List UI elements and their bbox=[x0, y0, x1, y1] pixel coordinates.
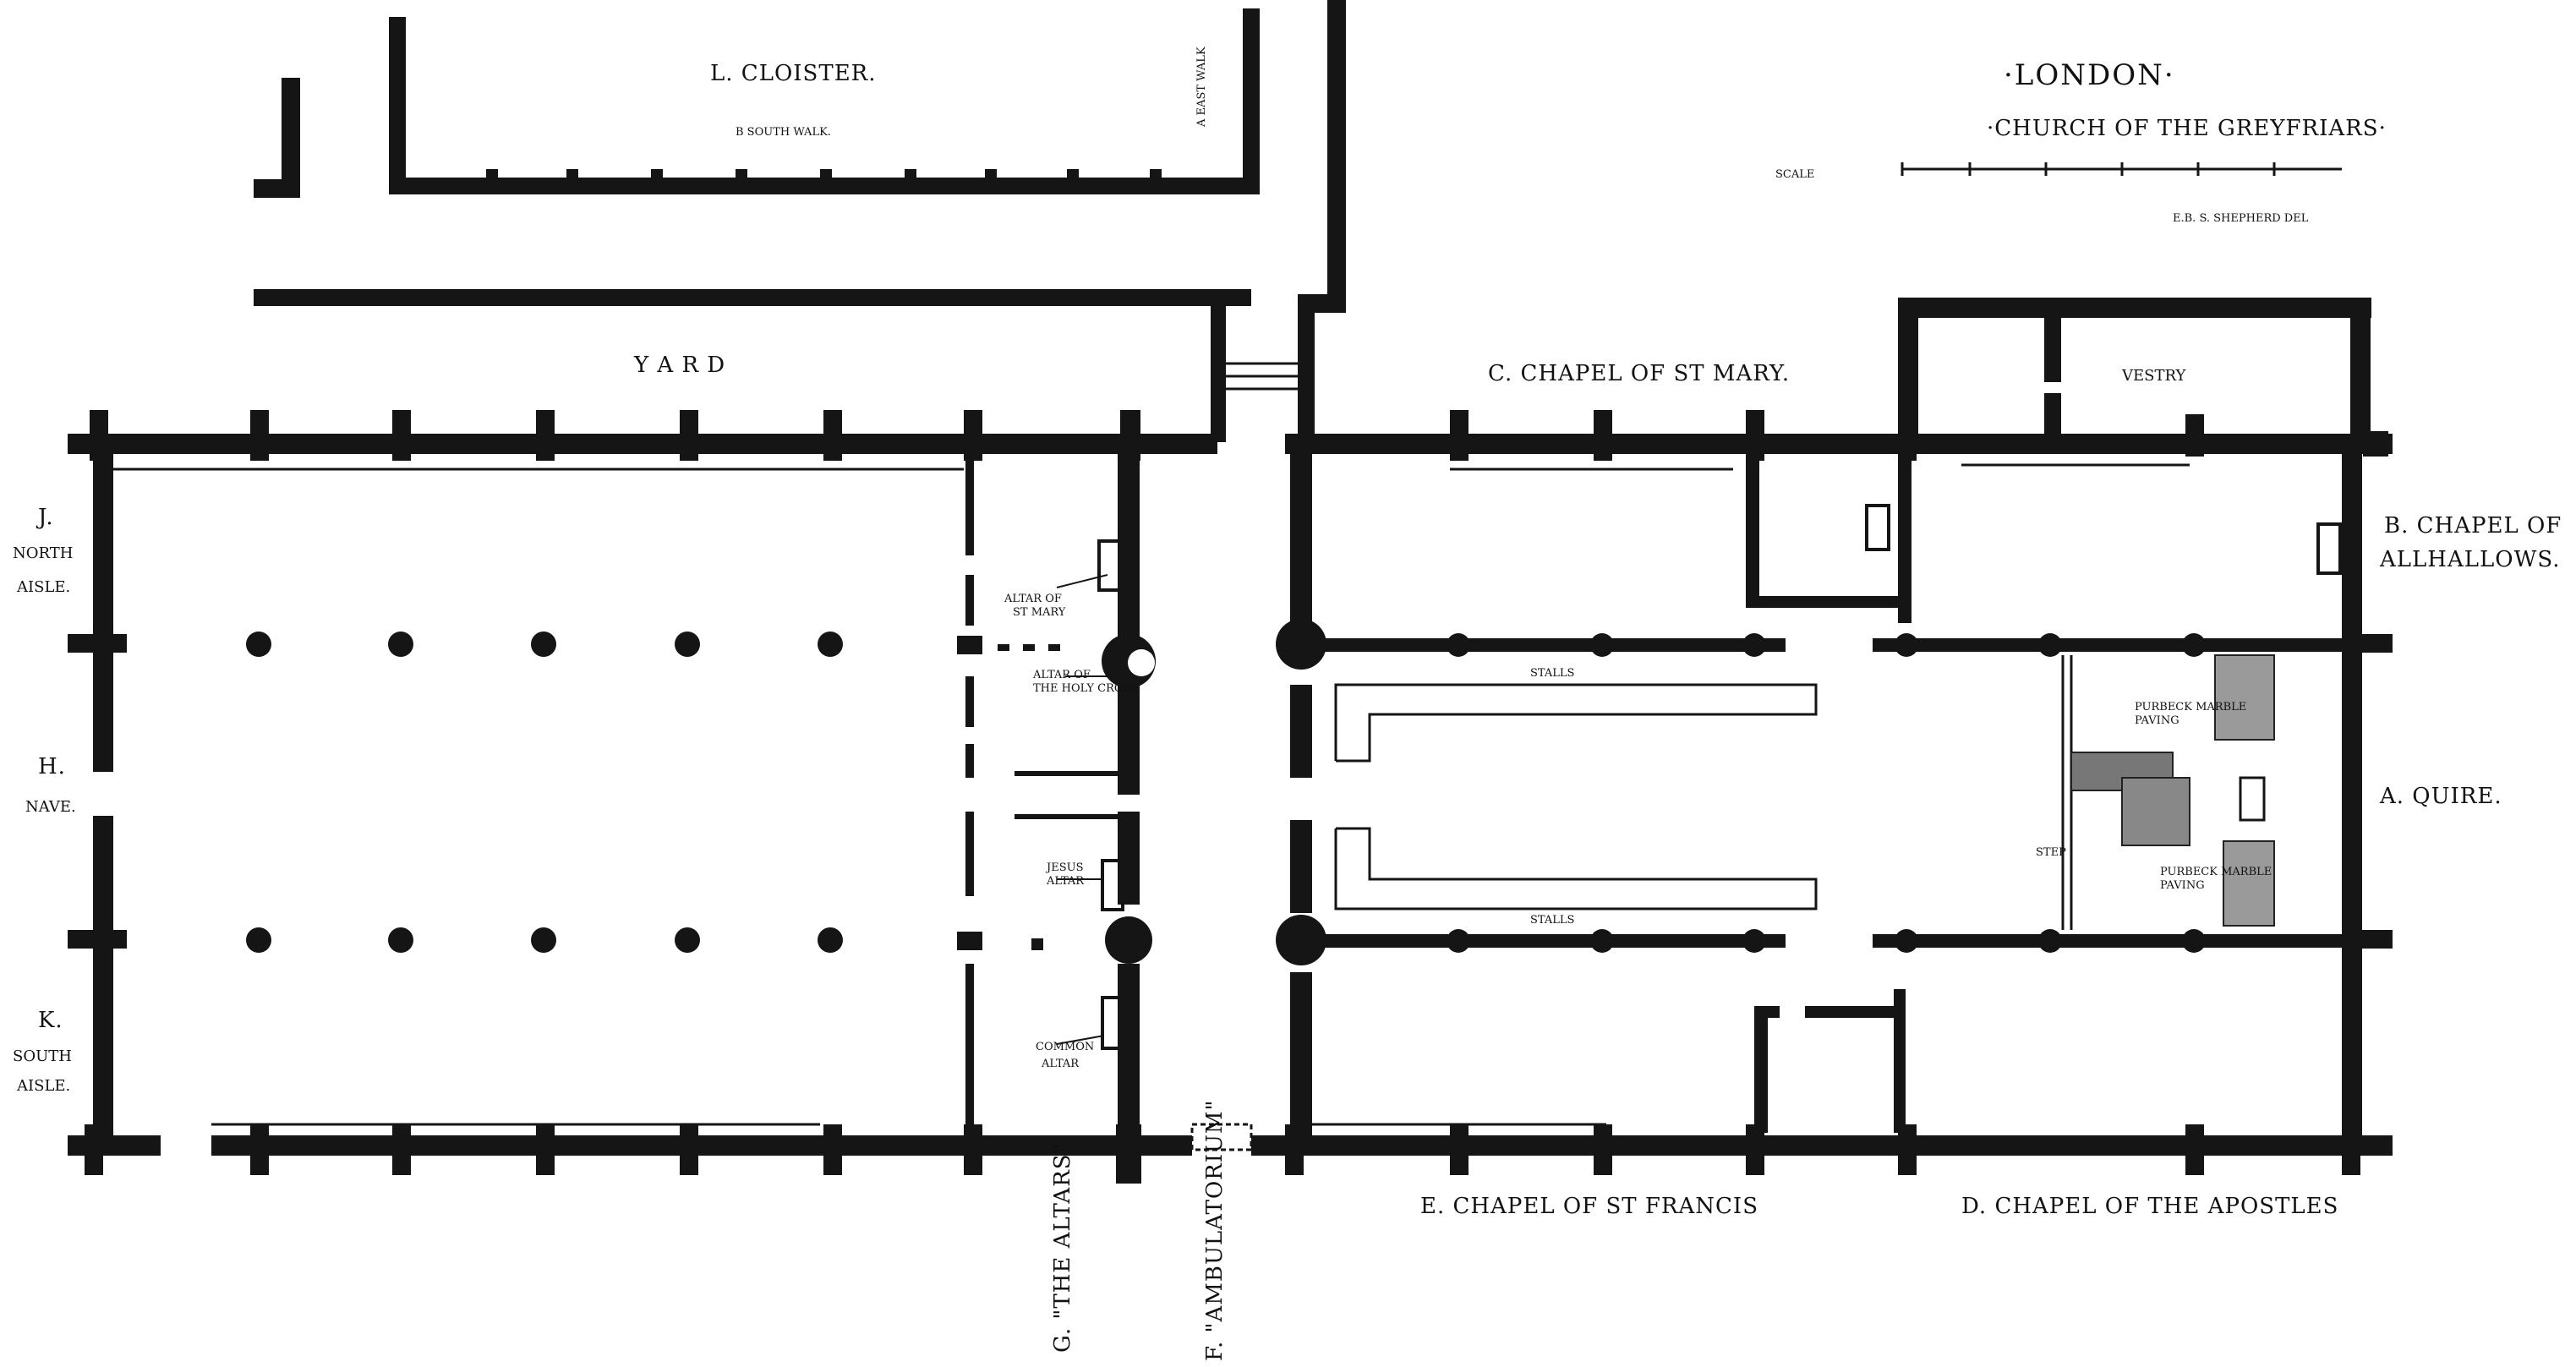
label-jesus-altar-1: JESUS bbox=[1045, 861, 1083, 874]
label-south-walk: b South Walk. bbox=[736, 126, 831, 139]
label-cloister: L. CLOISTER. bbox=[710, 61, 877, 86]
label-the-altars: G. "THE ALTARS" bbox=[1050, 1142, 1075, 1353]
cloister-walls bbox=[254, 0, 1346, 442]
south-buttresses bbox=[85, 1124, 2360, 1184]
altars-area bbox=[957, 454, 1156, 1141]
label-north-aisle-1: NORTH bbox=[13, 544, 73, 562]
label-purbeck-top-1: PURBECK MARBLE bbox=[2135, 701, 2246, 714]
label-north-aisle-letter: J. bbox=[36, 505, 54, 530]
nave-piers bbox=[246, 632, 843, 953]
scale-bar bbox=[1901, 162, 2342, 176]
label-vestry: VESTRY bbox=[2121, 367, 2186, 385]
label-ambulatorium: F. "AMBULATORIUM" bbox=[1202, 1099, 1228, 1361]
label-purbeck-bottom-1: PURBECK MARBLE bbox=[2160, 866, 2272, 878]
inner-wall-lines bbox=[113, 463, 2190, 1126]
label-north-aisle-2: AISLE. bbox=[16, 578, 70, 596]
label-altar-st-mary-1: ALTAR OF bbox=[1004, 593, 1062, 605]
label-nave: NAVE. bbox=[25, 798, 76, 816]
scale-label: SCALE bbox=[1775, 168, 1814, 181]
label-chapel-st-mary: C. CHAPEL OF St MARY. bbox=[1488, 361, 1790, 386]
label-altar-st-mary-2: St MARY bbox=[1013, 606, 1066, 619]
label-altar-holy-cross-2: THE HOLY CROSS bbox=[1033, 682, 1138, 695]
label-jesus-altar-2: ALTAR bbox=[1046, 875, 1085, 888]
label-quire: A. QUIRE. bbox=[2379, 784, 2502, 809]
stalls bbox=[1334, 683, 1818, 910]
label-south-aisle-1: SOUTH bbox=[13, 1047, 72, 1065]
label-chapel-allhallows-1: B. CHAPEL OF bbox=[2384, 513, 2562, 539]
label-south-aisle-2: AISLE. bbox=[16, 1077, 70, 1095]
quire-paving bbox=[2061, 654, 2275, 930]
label-purbeck-bottom-2: PAVING bbox=[2160, 879, 2205, 892]
label-stalls-south: STALLS bbox=[1530, 914, 1574, 927]
title-city: ·LONDON· bbox=[2004, 58, 2175, 92]
label-stalls-north: STALLS bbox=[1530, 667, 1574, 680]
ambulatorium bbox=[1190, 454, 1326, 1151]
label-chapel-allhallows-2: ALLHALLOWS. bbox=[2379, 547, 2560, 572]
label-common-altar-1: COMMON bbox=[1036, 1041, 1094, 1053]
label-chapel-st-francis: E. CHAPEL OF St FRANCIS bbox=[1420, 1194, 1758, 1219]
title-church: ·CHURCH OF THE GREYFRIARS· bbox=[1987, 116, 2387, 141]
label-chapel-apostles: D. CHAPEL OF THE APOSTLES bbox=[1961, 1194, 2338, 1219]
label-purbeck-top-2: PAVING bbox=[2135, 714, 2179, 727]
label-yard: Y A R D bbox=[633, 353, 725, 378]
label-altar-holy-cross-1: ALTAR OF bbox=[1032, 669, 1091, 681]
quire-arcades bbox=[1312, 454, 2346, 1133]
north-buttresses bbox=[90, 410, 2388, 461]
label-common-altar-2: ALTAR bbox=[1041, 1058, 1080, 1070]
label-east-walk: a East Walk bbox=[1195, 46, 1208, 128]
west-buttresses bbox=[68, 634, 2393, 949]
author-credit: E.B. S. SHEPHERD DEL bbox=[2173, 212, 2309, 225]
label-step: STEP bbox=[2036, 846, 2066, 859]
label-nave-letter: H. bbox=[38, 754, 66, 779]
church-outer-walls bbox=[68, 298, 2393, 1156]
label-south-aisle-letter: K. bbox=[38, 1008, 63, 1033]
